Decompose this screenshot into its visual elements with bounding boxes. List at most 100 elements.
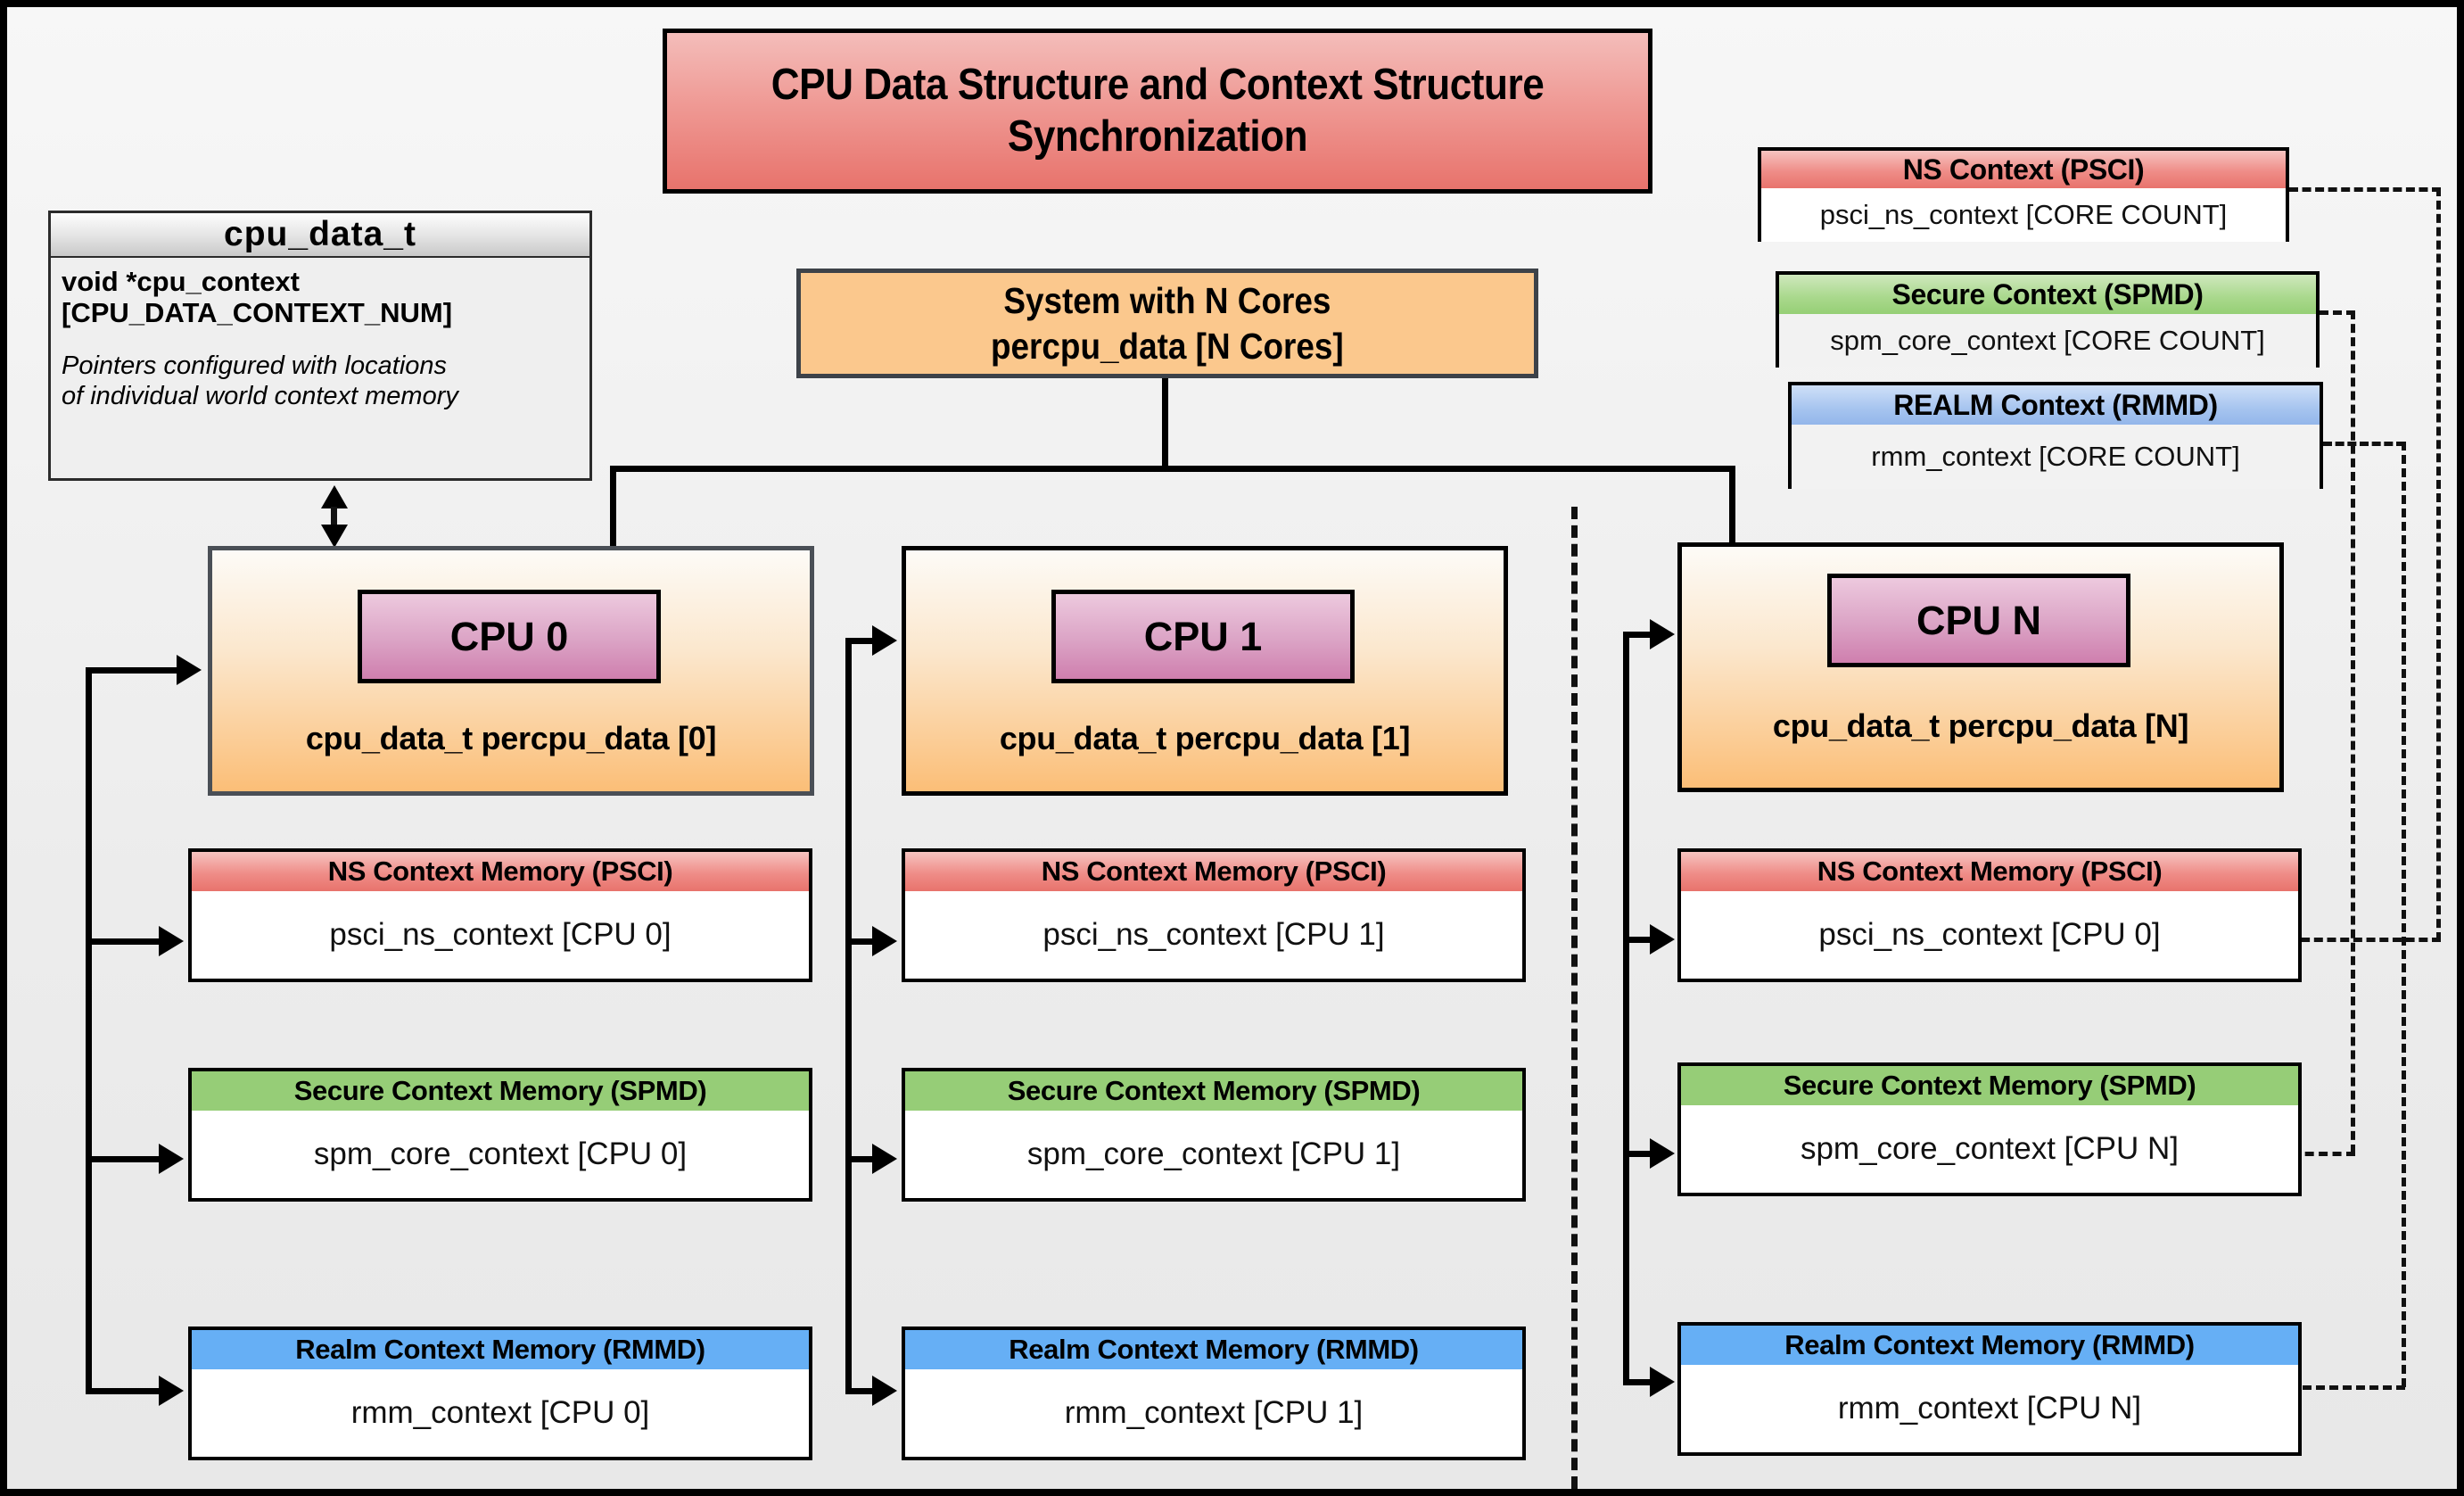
cpun-arrowhead-ns — [1650, 924, 1675, 955]
cpu1-arrowhead-block — [872, 625, 897, 656]
cpun-arrow-line-ns — [1623, 937, 1657, 943]
cpu0-realm-context-memory-header: Realm Context Memory (RMMD) — [192, 1330, 809, 1369]
cpun-secure-context-memory: Secure Context Memory (SPMD) spm_core_co… — [1677, 1062, 2302, 1196]
cpu0-arrow-line-block — [86, 667, 184, 674]
legend-realm-context-body: rmm_context [CORE COUNT] — [1792, 425, 2320, 489]
cpun-arrowhead-realm — [1650, 1367, 1675, 1397]
cpu1-arrowhead-realm — [872, 1376, 897, 1406]
cpun-ns-context-memory-body: psci_ns_context [CPU 0] — [1818, 917, 2161, 952]
cpun-arrow-line-block — [1623, 632, 1657, 638]
cpu1-realm-context-memory-body: rmm_context [CPU 1] — [1064, 1395, 1364, 1430]
legend-secure-context-box: Secure Context (SPMD) spm_core_context [… — [1776, 271, 2320, 368]
cpu-data-t-struct-box: cpu_data_t void *cpu_context [CPU_DATA_C… — [48, 211, 592, 481]
cpu1-ns-context-memory-body: psci_ns_context [CPU 1] — [1042, 917, 1385, 952]
realm-legend-dashed-h-in — [2222, 1385, 2405, 1390]
ns-legend-dashed-h-in — [2222, 938, 2441, 942]
cpu0-arrowhead-secure — [159, 1144, 184, 1174]
cpu1-ns-context-memory-header: NS Context Memory (PSCI) — [905, 852, 1522, 891]
cpu1-block: CPU 1 cpu_data_t percpu_data [1] — [902, 546, 1508, 796]
cpun-arrow-line-realm — [1623, 1379, 1657, 1385]
cpu0-arrow-line-realm — [86, 1388, 164, 1394]
bus-drop-to-cpu0 — [610, 466, 616, 550]
cpu-data-t-struct-header: cpu_data_t — [51, 213, 589, 258]
cpu-group-divider — [1571, 507, 1578, 1489]
cpun-chip: CPU N — [1827, 574, 2130, 667]
realm-legend-dashed-v — [2402, 442, 2406, 1387]
diagram-title-text: CPU Data Structure and Context Structure… — [771, 60, 1545, 161]
system-with-n-cores-box: System with N Cores percpu_data [N Cores… — [796, 269, 1538, 378]
cpu-context-field-line1: void *cpu_context — [62, 266, 300, 297]
system-box-text: System with N Cores percpu_data [N Cores… — [991, 278, 1344, 368]
cpu1-realm-context-memory: Realm Context Memory (RMMD) rmm_context … — [902, 1327, 1526, 1460]
cpu0-chip: CPU 0 — [358, 590, 661, 683]
cpun-label: cpu_data_t percpu_data [N] — [1772, 707, 2189, 744]
cpu1-trunk-line — [845, 638, 852, 1394]
cpu0-ns-context-memory-header: NS Context Memory (PSCI) — [192, 852, 809, 891]
cpu1-arrow-line-block — [845, 638, 879, 644]
cpu-context-note-line1: Pointers configured with locations — [62, 351, 448, 381]
struct-to-cpu0-arrow-down — [321, 525, 348, 548]
cpu0-arrowhead-realm — [159, 1376, 184, 1406]
system-horizontal-bus — [610, 466, 1735, 472]
cpu0-label: cpu_data_t percpu_data [0] — [305, 720, 717, 756]
system-line2: percpu_data [N Cores] — [991, 325, 1344, 367]
cpu1-secure-context-memory: Secure Context Memory (SPMD) spm_core_co… — [902, 1068, 1526, 1202]
bus-drop-to-cpun — [1729, 466, 1735, 550]
system-drop-line — [1162, 378, 1168, 471]
legend-realm-context-header: REALM Context (RMMD) — [1792, 385, 2320, 425]
cpu-data-t-struct-body: void *cpu_context [CPU_DATA_CONTEXT_NUM]… — [51, 258, 589, 419]
cpun-arrow-line-secure — [1623, 1151, 1657, 1157]
cpun-block: CPU N cpu_data_t percpu_data [N] — [1677, 542, 2284, 792]
cpu0-realm-context-memory: Realm Context Memory (RMMD) rmm_context … — [188, 1327, 812, 1460]
legend-secure-context-body: spm_core_context [CORE COUNT] — [1779, 314, 2316, 368]
cpu0-ns-context-memory-body: psci_ns_context [CPU 0] — [329, 917, 672, 952]
cpu1-arrowhead-secure — [872, 1144, 897, 1174]
cpun-ns-context-memory: NS Context Memory (PSCI) psci_ns_context… — [1677, 848, 2302, 982]
system-line1: System with N Cores — [1003, 280, 1331, 322]
cpu0-block: CPU 0 cpu_data_t percpu_data [0] — [208, 546, 814, 796]
diagram-title: CPU Data Structure and Context Structure… — [663, 29, 1652, 194]
cpu1-arrow-line-realm — [845, 1388, 879, 1394]
cpu0-arrowhead-ns — [159, 926, 184, 956]
struct-to-cpu0-arrow-up — [321, 485, 348, 508]
cpun-realm-context-memory: Realm Context Memory (RMMD) rmm_context … — [1677, 1322, 2302, 1456]
cpun-secure-context-memory-body: spm_core_context [CPU N] — [1800, 1131, 2180, 1166]
cpu0-secure-context-memory: Secure Context Memory (SPMD) spm_core_co… — [188, 1068, 812, 1202]
cpu1-secure-context-memory-header: Secure Context Memory (SPMD) — [905, 1071, 1522, 1111]
cpu-context-note-line2: of individual world context memory — [62, 382, 458, 411]
ns-legend-dashed-h-out — [2289, 187, 2441, 192]
cpu0-trunk-line — [86, 667, 92, 1394]
struct-to-cpu0-dashed-line — [331, 507, 337, 528]
cpun-realm-context-memory-body: rmm_context [CPU N] — [1837, 1391, 2142, 1426]
realm-legend-dashed-h-out — [2323, 442, 2405, 446]
cpun-arrowhead-secure — [1650, 1138, 1675, 1169]
cpu1-label: cpu_data_t percpu_data [1] — [999, 720, 1411, 756]
cpu1-realm-context-memory-header: Realm Context Memory (RMMD) — [905, 1330, 1522, 1369]
secure-legend-dashed-v — [2351, 310, 2355, 1153]
cpu0-arrow-line-ns — [86, 938, 164, 945]
legend-secure-context-header: Secure Context (SPMD) — [1779, 275, 2316, 314]
cpu-context-field-line2: [CPU_DATA_CONTEXT_NUM] — [62, 296, 453, 328]
cpu0-secure-context-memory-body: spm_core_context [CPU 0] — [313, 1136, 688, 1171]
cpu1-ns-context-memory: NS Context Memory (PSCI) psci_ns_context… — [902, 848, 1526, 982]
cpu0-realm-context-memory-body: rmm_context [CPU 0] — [350, 1395, 650, 1430]
cpu1-secure-context-memory-body: spm_core_context [CPU 1] — [1026, 1136, 1401, 1171]
legend-ns-context-header: NS Context (PSCI) — [1761, 151, 2286, 188]
cpun-trunk-line — [1623, 632, 1629, 1385]
legend-realm-context-box: REALM Context (RMMD) rmm_context [CORE C… — [1788, 382, 2323, 489]
cpu0-arrowhead-block — [177, 655, 202, 685]
cpu1-arrow-line-secure — [845, 1156, 879, 1162]
cpu0-ns-context-memory: NS Context Memory (PSCI) psci_ns_context… — [188, 848, 812, 982]
cpun-secure-context-memory-header: Secure Context Memory (SPMD) — [1681, 1066, 2298, 1105]
cpun-realm-context-memory-header: Realm Context Memory (RMMD) — [1681, 1326, 2298, 1365]
cpu1-chip: CPU 1 — [1051, 590, 1355, 683]
cpun-arrowhead-block — [1650, 619, 1675, 649]
cpu0-secure-context-memory-header: Secure Context Memory (SPMD) — [192, 1071, 809, 1111]
cpu1-arrow-line-ns — [845, 938, 879, 945]
diagram-canvas: CPU Data Structure and Context Structure… — [7, 7, 2457, 1489]
cpu0-arrow-line-secure — [86, 1156, 164, 1162]
cpu1-arrowhead-ns — [872, 926, 897, 956]
secure-legend-dashed-h-out — [2320, 310, 2355, 315]
cpun-ns-context-memory-header: NS Context Memory (PSCI) — [1681, 852, 2298, 891]
legend-ns-context-box: NS Context (PSCI) psci_ns_context [CORE … — [1758, 147, 2289, 242]
